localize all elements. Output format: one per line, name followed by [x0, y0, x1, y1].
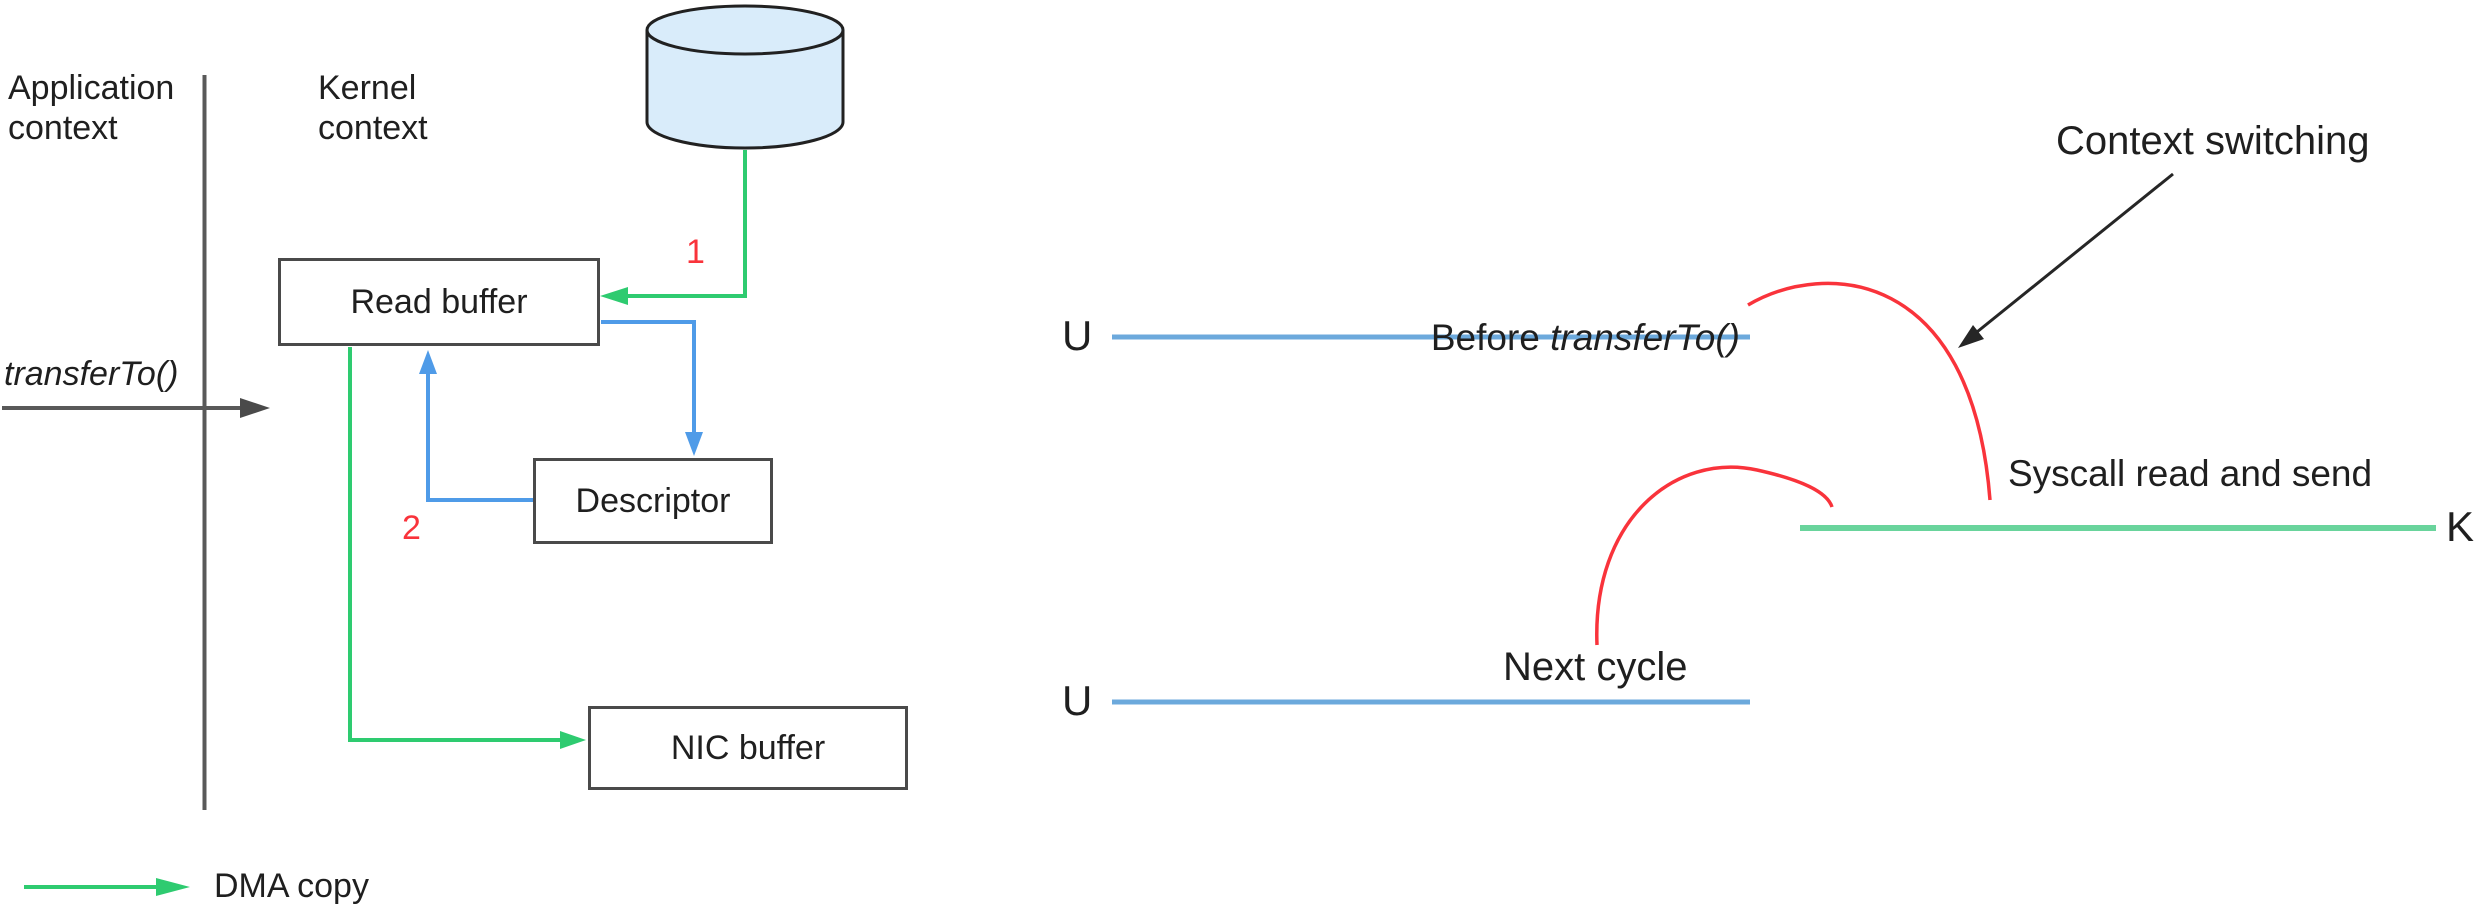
- dma-arrow-readbuffer-to-nic-head: [560, 731, 586, 749]
- cpu-arrow-descriptor-to-readbuffer: [426, 364, 533, 502]
- red-context-switch-arc-user-to-kernel: [1747, 281, 1992, 501]
- cpu-arrow-descriptor-to-readbuffer-head: [419, 350, 437, 374]
- read-buffer-box: Read buffer: [278, 258, 600, 346]
- kernel-context-label: Kernel context: [318, 69, 428, 148]
- dma-arrow-disk-to-readbuffer: [614, 150, 747, 298]
- before-transferto-prefix: Before: [1430, 316, 1551, 358]
- step-1-label: 1: [686, 233, 705, 271]
- legend-dma-copy-label: DMA copy: [214, 867, 369, 905]
- dma-arrow-readbuffer-to-nic: [348, 347, 572, 742]
- context-switching-pointer-head: [1958, 325, 1984, 348]
- nic-buffer-label: NIC buffer: [670, 728, 826, 767]
- descriptor-box: Descriptor: [533, 458, 773, 544]
- context-switching-label: Context switching: [2056, 119, 2370, 163]
- transferto-call-label: transferTo(): [4, 355, 179, 393]
- dma-arrow-disk-to-readbuffer-head: [600, 287, 628, 305]
- context-switching-pointer-shaft: [1971, 172, 2174, 338]
- cpu-arrow-readbuffer-to-descriptor: [601, 320, 696, 442]
- user-timeline-2-label: U: [1062, 677, 1093, 724]
- descriptor-label: Descriptor: [575, 481, 731, 520]
- disk-icon-top: [645, 4, 845, 56]
- before-transferto-fn: transferTo(): [1550, 316, 1740, 358]
- application-context-label: Application context: [8, 69, 175, 148]
- user-timeline-1-label: U: [1062, 312, 1093, 359]
- transferto-call-arrowhead: [240, 398, 270, 418]
- syscall-read-send-label: Syscall read and send: [2008, 453, 2373, 494]
- step-2-label: 2: [402, 509, 421, 547]
- disk-icon: [645, 30, 845, 150]
- kernel-timeline-label: K: [2446, 503, 2475, 550]
- cpu-arrow-readbuffer-to-descriptor-head: [685, 432, 703, 456]
- before-transferto-label: Before transferTo(): [1340, 272, 1740, 359]
- next-cycle-label: Next cycle: [1503, 645, 1688, 689]
- legend-dma-arrowhead: [156, 878, 190, 896]
- read-buffer-label: Read buffer: [350, 282, 528, 321]
- nic-buffer-box: NIC buffer: [588, 706, 908, 790]
- red-context-switch-arc-kernel-to-user: [1595, 465, 1834, 646]
